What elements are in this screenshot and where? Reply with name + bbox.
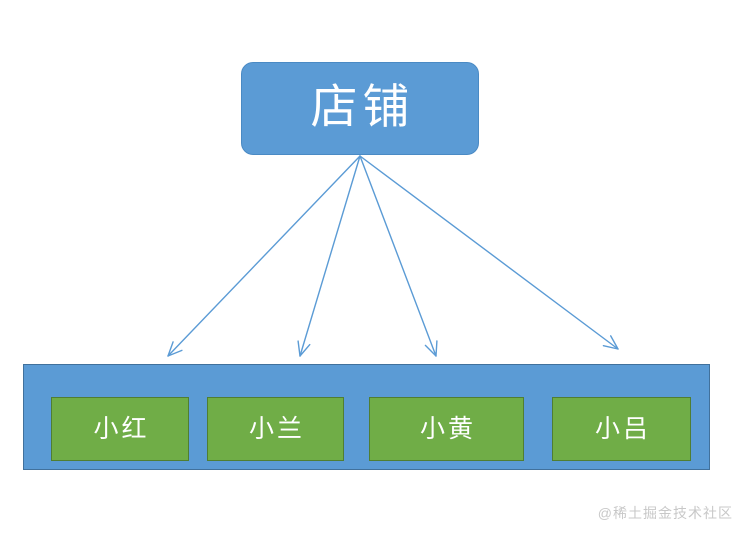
connector-line: [359, 155, 437, 357]
connector-arrowhead: [424, 340, 438, 357]
connector-arrowhead: [167, 341, 183, 357]
member-box-label: 小吕: [594, 415, 651, 443]
group-container: 小红 小兰 小黄 小吕: [23, 364, 710, 470]
watermark: @稀土掘金技术社区: [597, 505, 733, 521]
member-box-label: 小兰: [248, 415, 305, 443]
member-box[interactable]: 小黄: [369, 397, 524, 461]
connector-arrowhead: [297, 340, 311, 357]
shop-node-label: 店铺: [310, 82, 415, 134]
member-box[interactable]: 小吕: [552, 397, 691, 461]
member-box-label: 小黄: [419, 415, 476, 443]
connector-line: [359, 155, 619, 350]
connector-line: [299, 155, 361, 357]
member-box[interactable]: 小红: [51, 397, 189, 461]
connector-line: [167, 155, 361, 357]
member-box[interactable]: 小兰: [207, 397, 344, 461]
shop-node[interactable]: 店铺: [241, 62, 479, 155]
connector-arrowhead: [602, 335, 619, 350]
member-box-label: 小红: [93, 415, 150, 443]
